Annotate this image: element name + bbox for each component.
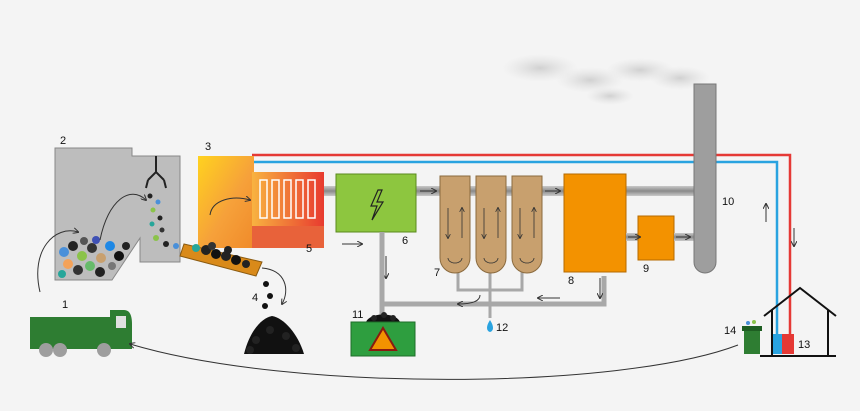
district-heating-lines	[252, 153, 792, 340]
label-14: 14	[724, 325, 736, 337]
scrubber	[563, 173, 627, 273]
label-10: 10	[722, 196, 734, 208]
chimney	[693, 83, 717, 274]
furnace	[179, 156, 263, 277]
garbage-truck	[30, 310, 132, 357]
water-drop-icon	[487, 320, 493, 332]
label-5: 5	[306, 243, 312, 255]
waste-bunker	[37, 147, 189, 293]
label-7: 7	[434, 267, 440, 279]
house	[760, 204, 837, 357]
return-arrow	[130, 344, 739, 380]
recycling-bin	[742, 320, 762, 354]
filters	[439, 175, 543, 274]
label-13: 13	[798, 339, 810, 351]
label-1: 1	[62, 299, 68, 311]
generator	[335, 173, 417, 278]
warning-triangle-icon	[368, 326, 398, 351]
label-2: 2	[60, 135, 66, 147]
label-4: 4	[252, 292, 258, 304]
label-9: 9	[643, 263, 649, 275]
fan	[637, 215, 675, 261]
label-12: 12	[496, 322, 508, 334]
lightning-icon	[370, 189, 385, 221]
label-8: 8	[568, 275, 574, 287]
label-3: 3	[205, 141, 211, 153]
waste-pile	[58, 236, 130, 278]
smoke-plume	[502, 54, 710, 105]
boiler-tubes	[259, 179, 316, 219]
bottom-ash-pile	[244, 267, 304, 354]
flue-gas-pipe	[324, 186, 694, 196]
label-11: 11	[352, 309, 363, 321]
boiler	[252, 172, 362, 248]
fly-ash-container	[350, 312, 416, 357]
crane-grabber-icon	[145, 156, 167, 189]
label-6: 6	[402, 235, 408, 247]
burning-waste	[192, 242, 250, 268]
return-pipes	[379, 232, 607, 318]
